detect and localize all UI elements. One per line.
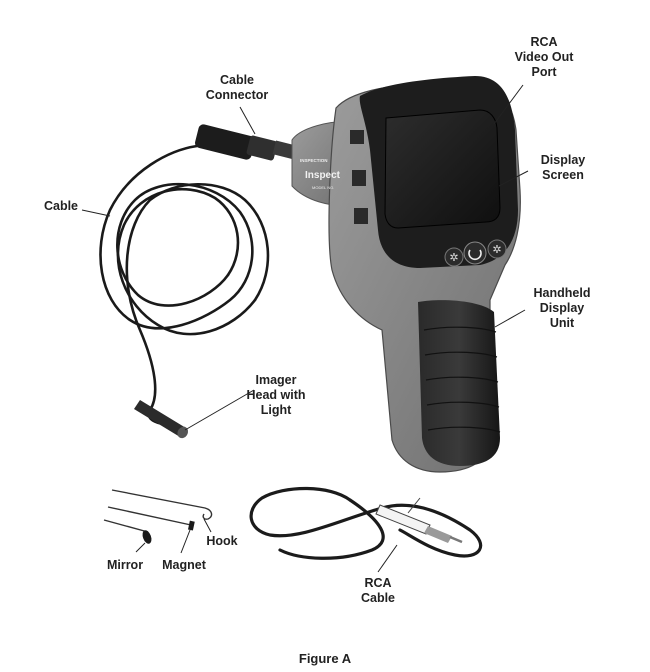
vent (350, 130, 364, 144)
label-handheld-display-unit: Handheld Display Unit (522, 286, 602, 331)
label-line: RCA (350, 576, 406, 591)
label-line: Display (522, 301, 602, 316)
label-line: Screen (527, 168, 599, 183)
brightness-icon: ✲ (449, 251, 458, 264)
display-screen (385, 110, 500, 228)
label-line: RCA (508, 35, 580, 50)
label-line: Mirror (100, 558, 150, 573)
power-button (464, 242, 486, 264)
label-magnet: Magnet (157, 558, 211, 573)
label-line: Cable (350, 591, 406, 606)
vent (354, 208, 368, 224)
cable-connector (194, 123, 297, 161)
label-line: Light (236, 403, 316, 418)
brand-text: Inspect (305, 170, 341, 181)
label-line: Video Out (508, 50, 580, 65)
label-imager-head-with-light: Imager Head with Light (236, 373, 316, 418)
label-line: Cable (38, 199, 84, 214)
label-hook: Hook (200, 534, 244, 549)
label-line: Cable (197, 73, 277, 88)
vent (352, 170, 366, 186)
imager-head (134, 400, 190, 440)
label-line: Hook (200, 534, 244, 549)
label-line: Magnet (157, 558, 211, 573)
brand-small-text: INSPECTION (300, 158, 328, 163)
figure-caption: Figure A (0, 651, 650, 666)
model-text: MODEL NO. (312, 185, 334, 190)
label-line: Display (527, 153, 599, 168)
label-line: Head with (236, 388, 316, 403)
label-line: Connector (197, 88, 277, 103)
mirror-accessory (104, 520, 153, 545)
label-mirror: Mirror (100, 558, 150, 573)
brightness-up-button: ✲ (488, 240, 506, 258)
brightness-down-button: ✲ (445, 248, 463, 266)
label-line: Handheld (522, 286, 602, 301)
rca-plug (376, 498, 462, 543)
rca-cable (251, 488, 481, 558)
label-display-screen: Display Screen (527, 153, 599, 183)
label-cable-connector: Cable Connector (197, 73, 277, 103)
label-line: Port (508, 65, 580, 80)
label-line: Unit (522, 316, 602, 331)
hook-accessory (112, 490, 212, 519)
label-line: Imager (236, 373, 316, 388)
label-rca-cable: RCA Cable (350, 576, 406, 606)
label-rca-video-out-port: RCA Video Out Port (508, 35, 580, 80)
label-cable: Cable (38, 199, 84, 214)
brightness-icon: ✲ (492, 243, 501, 256)
magnet-accessory (108, 507, 195, 531)
